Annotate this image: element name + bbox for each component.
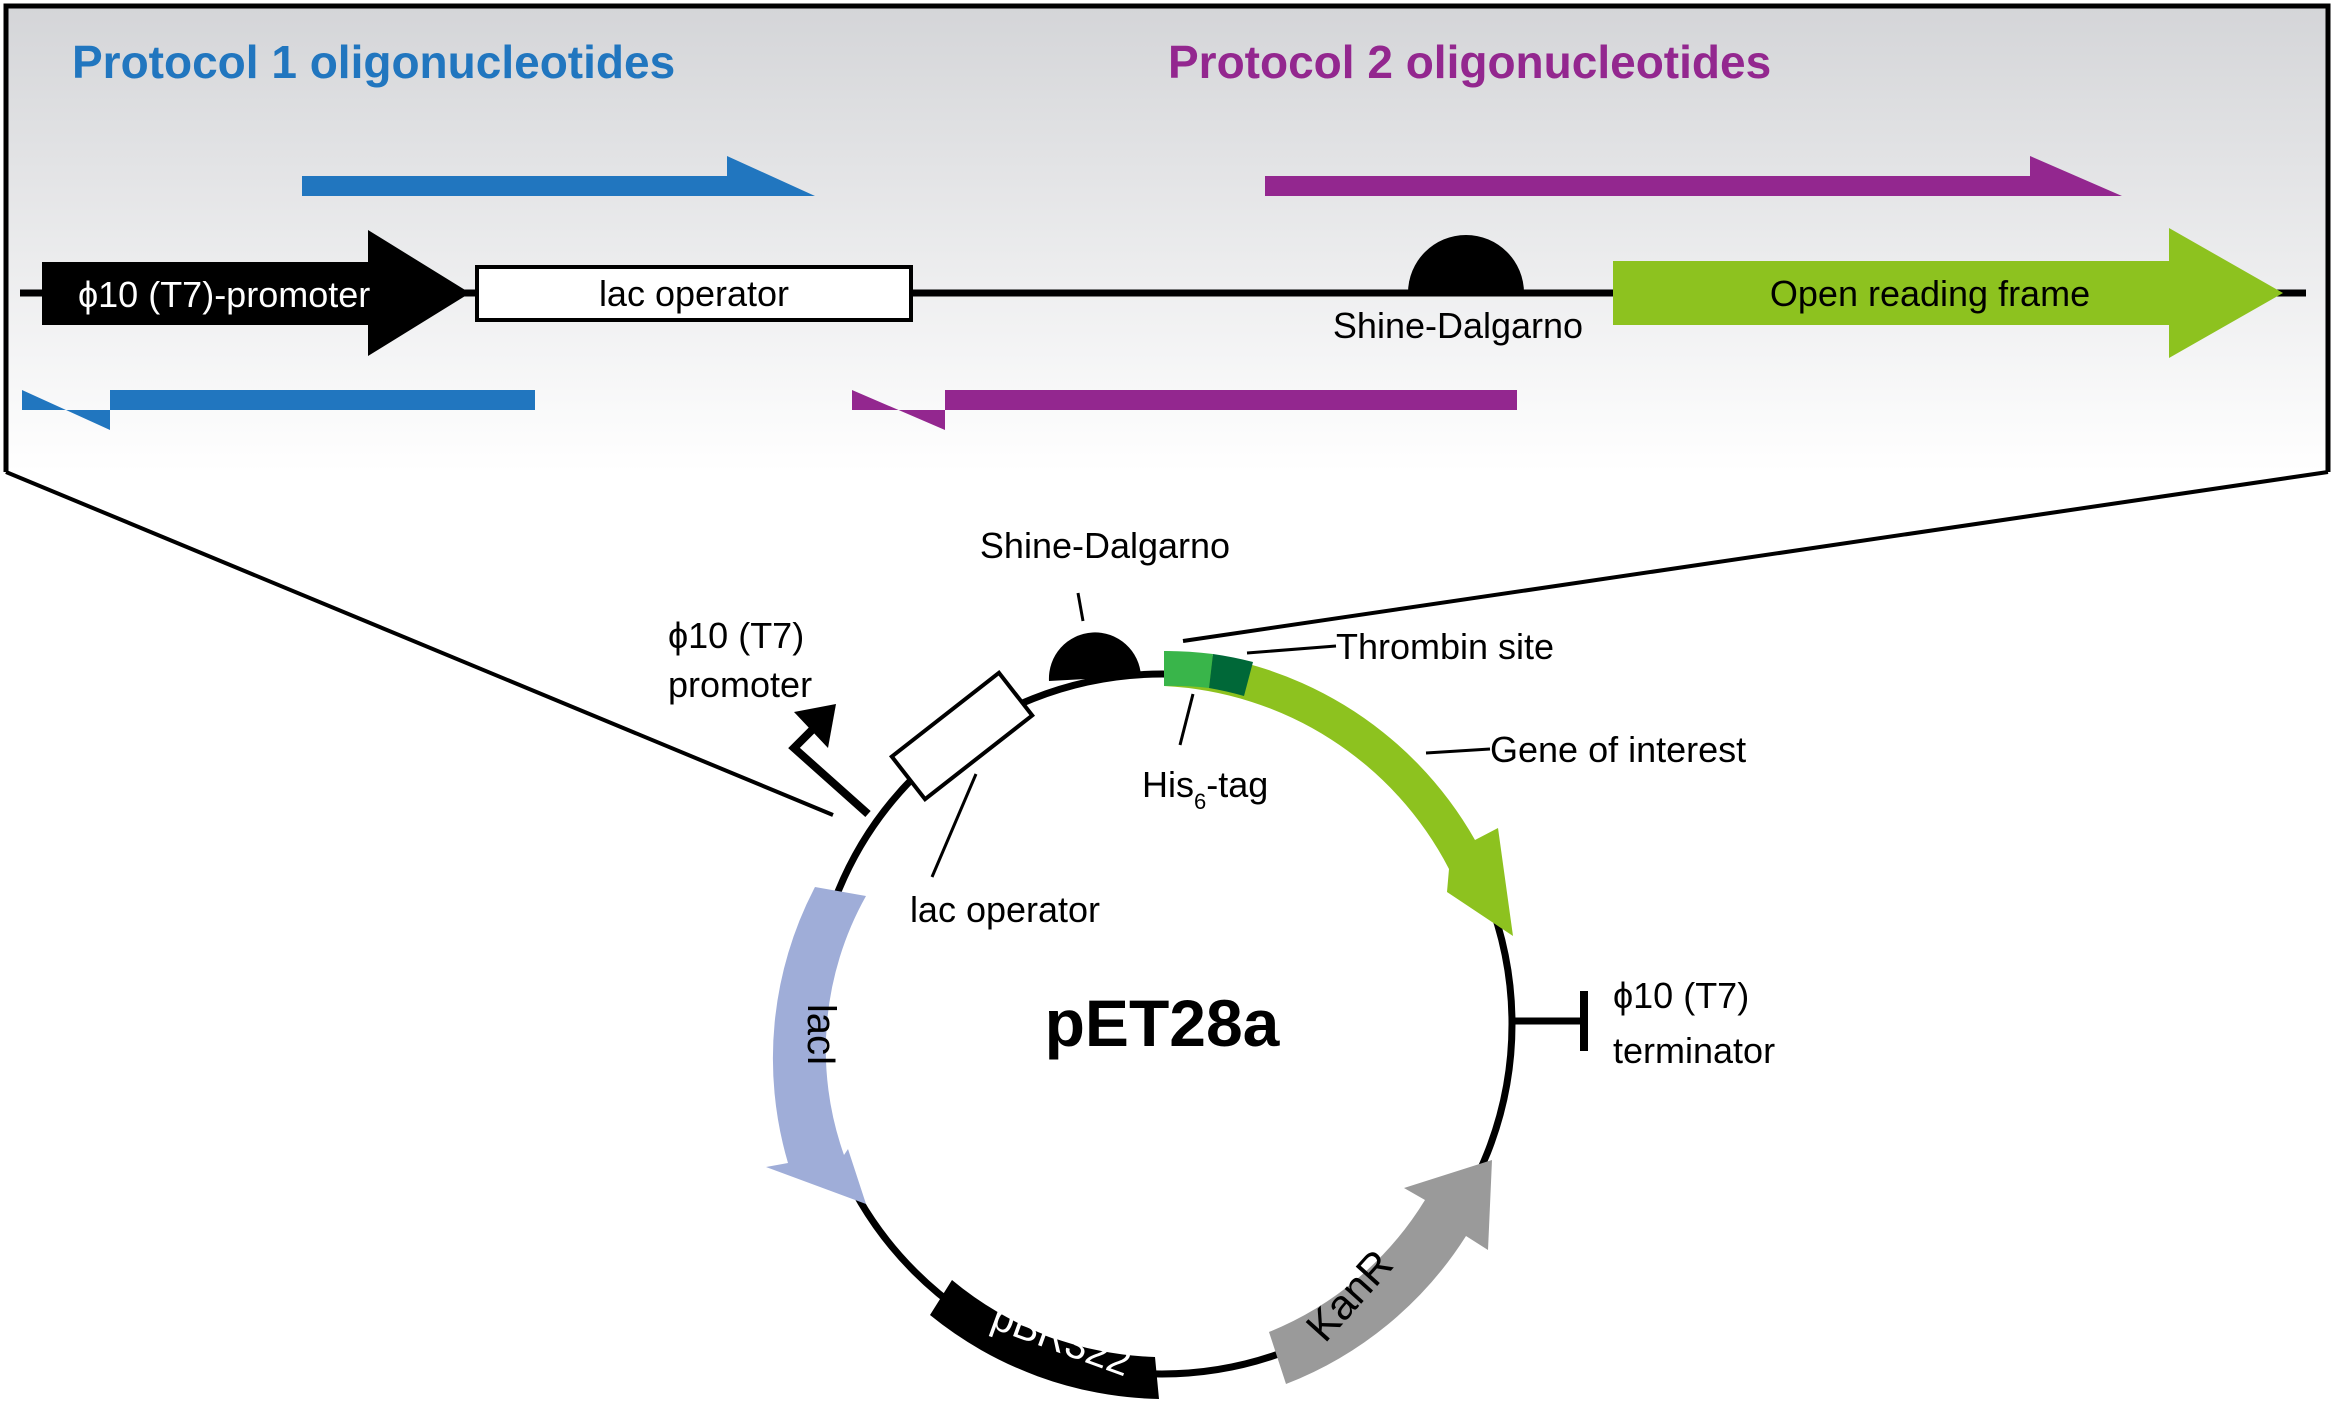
zoom-panel-background [6,6,2328,472]
his-tag-feature [1164,650,1213,688]
terminator-label-2: terminator [1613,1030,1775,1071]
linear-shine-dalgarno-shape [1408,235,1524,293]
KanR-feature [1269,1160,1492,1384]
plasmid-promoter-label-1: ϕ10 (T7) [668,615,804,656]
his-tag-leader [1178,693,1195,746]
plasmid-promoter-arrowhead [794,704,836,748]
plasmid-lac-operator-box [888,670,1036,802]
plasmid-shine-dalgarno-label: Shine-Dalgarno [980,525,1230,566]
plasmid-shine-dalgarno-shape [1048,632,1141,681]
orf-arrow [1613,228,2283,358]
plasmid-promoter-label-2: promoter [668,664,812,705]
his-tag-label-sub: 6 [1194,789,1206,814]
lacI-label: lacI [799,1004,843,1066]
linear-promoter-label: ϕ10 (T7)-promoter [78,274,370,315]
promoter-arrow [42,230,470,356]
plasmid-lac-operator-label: lac operator [910,889,1100,930]
zoom-panel-border [3,3,2331,472]
his-tag-label: His6-tag [1142,764,1268,814]
protocol2-title: Protocol 2 oligonucleotides [1168,36,1771,88]
his-tag-label-main: His [1142,764,1194,805]
thrombin-site-feature [1209,654,1253,696]
protocol1-forward-oligo [302,156,815,196]
plasmid-promoter-arrow-stem [788,725,871,817]
zoom-line-right [1182,470,2329,643]
thrombin-leader [1246,644,1337,655]
plasmid-name: pET28a [1045,986,1281,1060]
lacI-feature [766,887,866,1204]
terminator-label-1: ϕ10 (T7) [1613,975,1749,1016]
gene-leader [1425,747,1491,755]
linear-lac-operator-box [475,265,913,322]
protocol2-forward-oligo [1265,156,2122,196]
protocol1-reverse-oligo [22,390,535,430]
his-tag-label-suffix: -tag [1206,764,1268,805]
linear-shine-dalgarno-label: Shine-Dalgarno [1333,305,1583,346]
linear-lac-operator-label: lac operator [599,273,789,314]
zoom-line-left [5,470,834,817]
orf-label: Open reading frame [1770,273,2090,314]
protocol2-reverse-oligo [852,390,1517,430]
thrombin-label: Thrombin site [1336,626,1554,667]
protocol1-title: Protocol 1 oligonucleotides [72,36,675,88]
gene-of-interest-label: Gene of interest [1490,729,1746,770]
shine-dalgarno-leader [1076,592,1085,622]
lac-operator-leader [930,773,978,878]
pBR322-feature [930,1280,1159,1399]
